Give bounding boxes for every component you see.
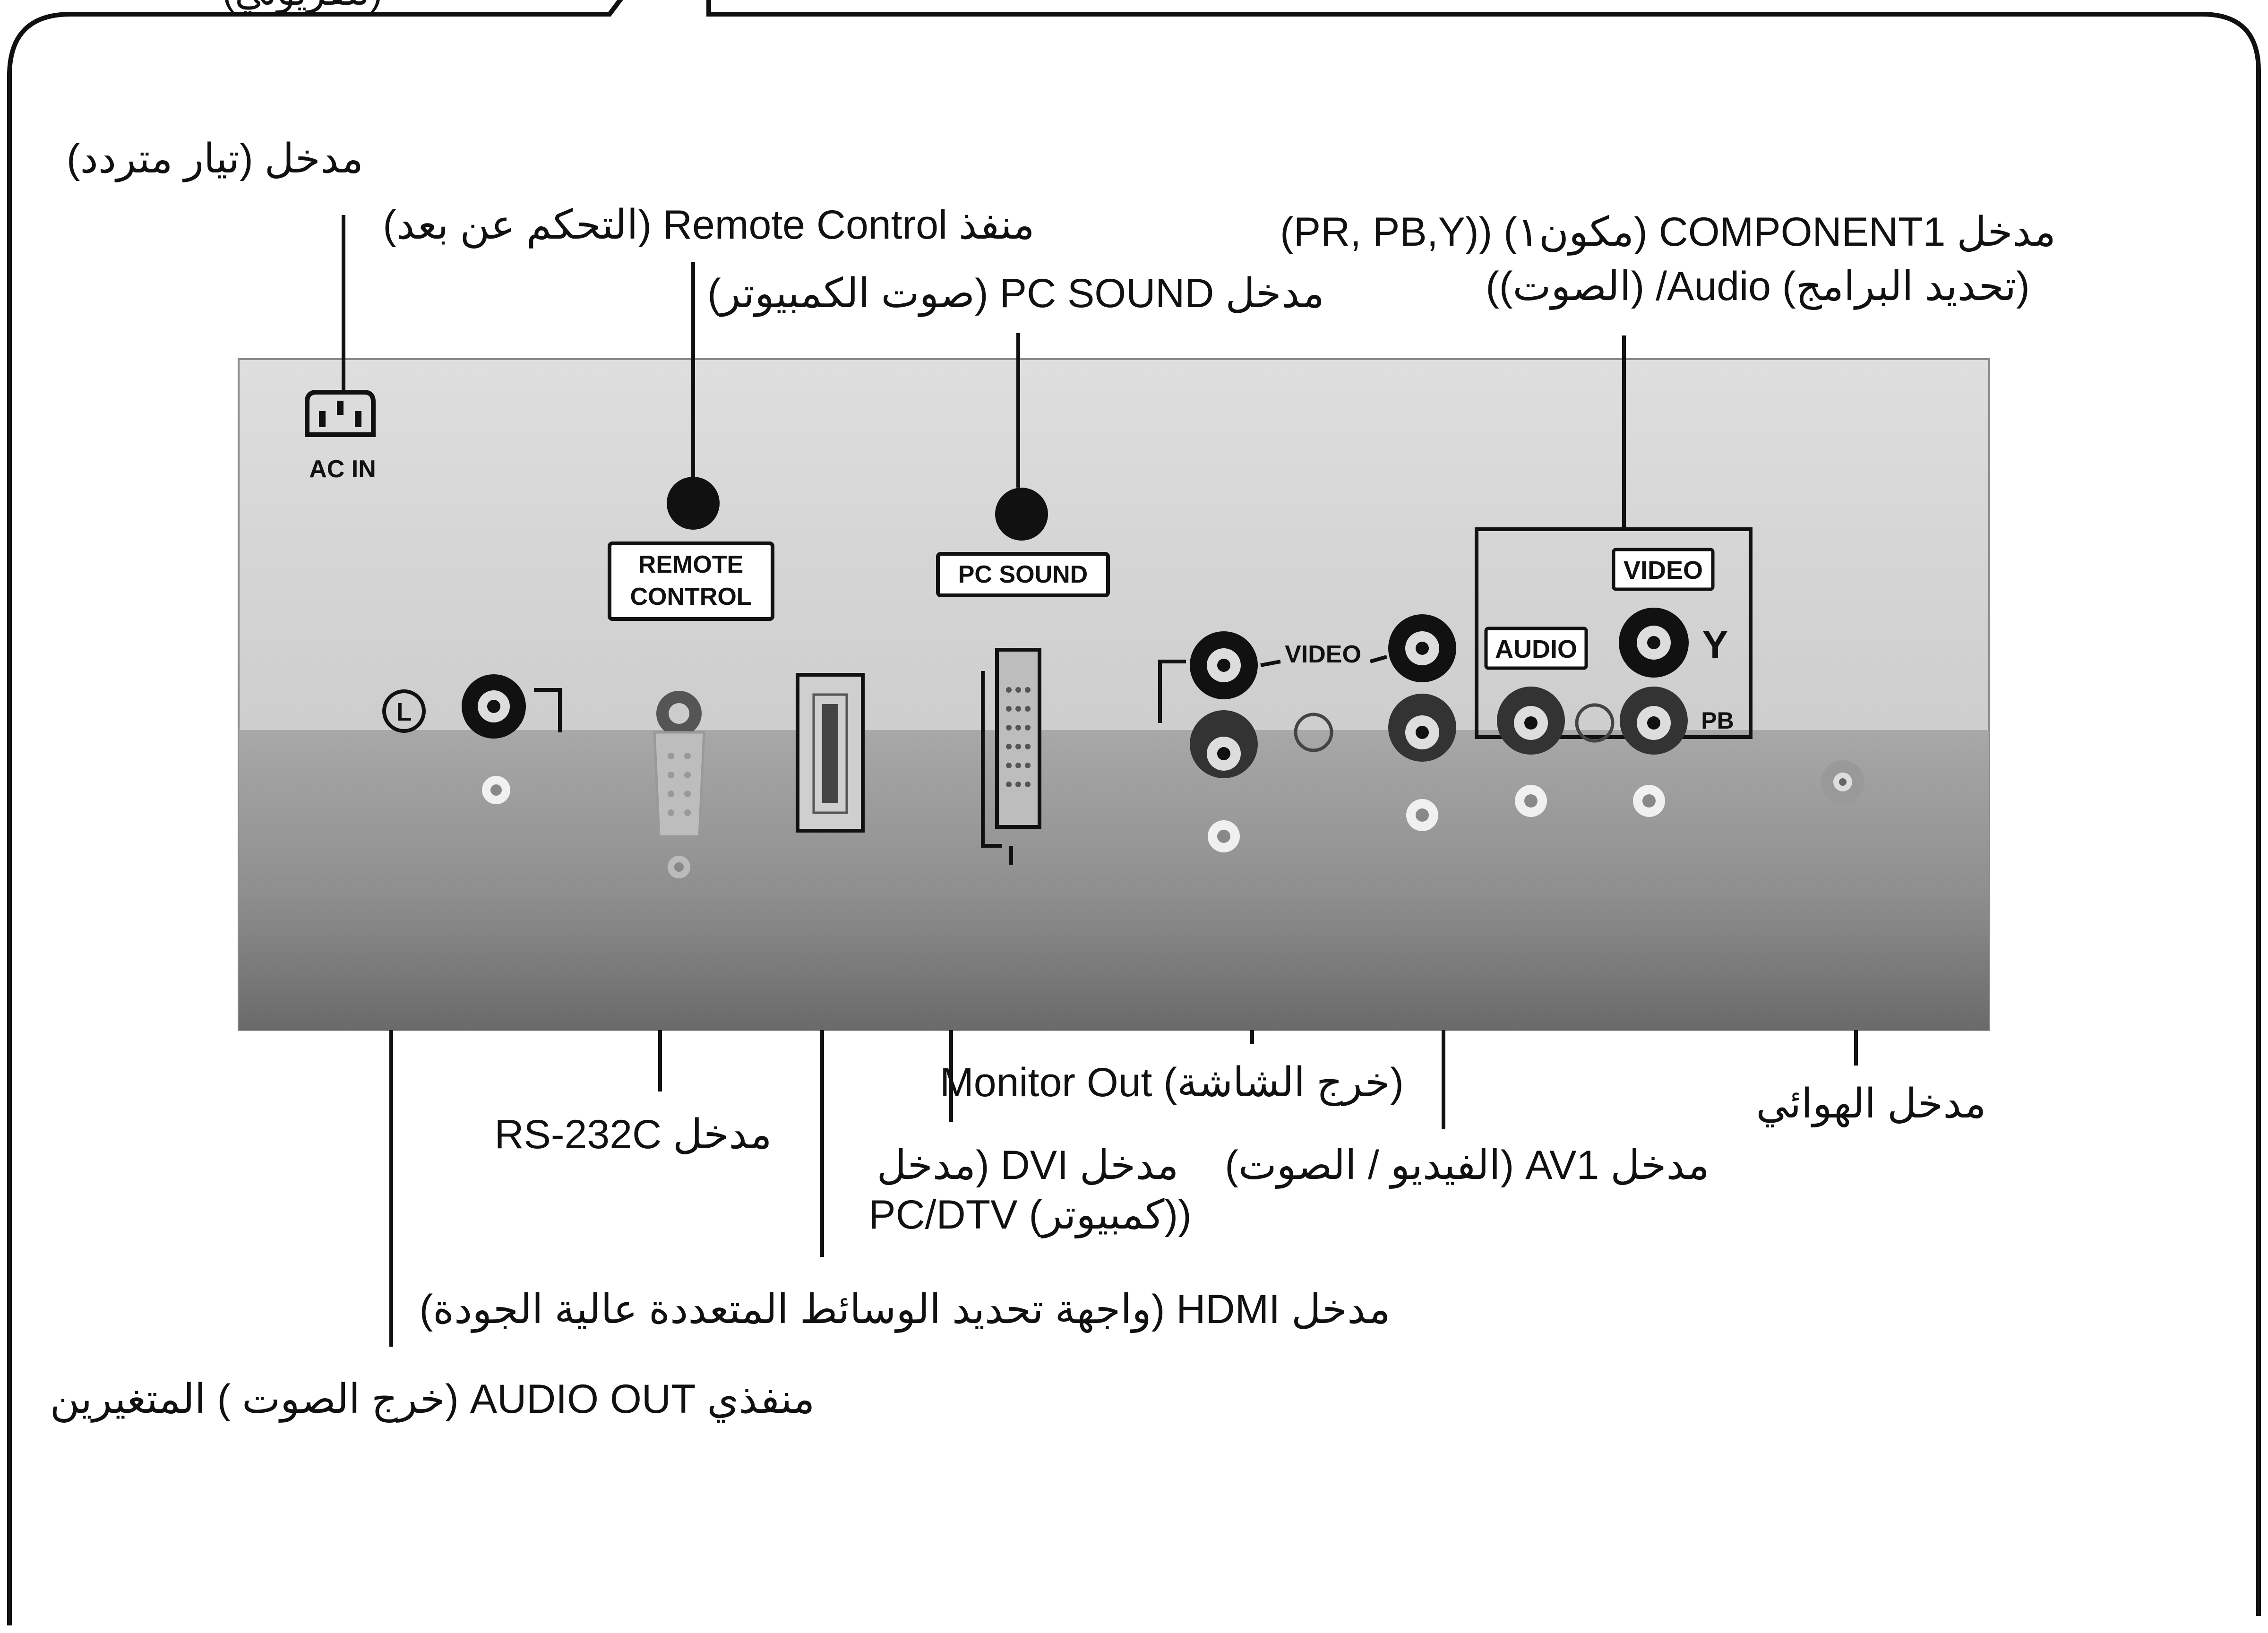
label-component-line2: (تحديد البرامج) Audio/ (الصوت)) bbox=[1486, 264, 2029, 310]
label-hdmi: مدخل HDMI (واجهة تحديد الوسائط المتعددة … bbox=[419, 1287, 1390, 1333]
audio-out-jacks: L bbox=[382, 674, 562, 804]
hdmi-port bbox=[796, 673, 865, 833]
label-av1: مدخل AV1 (الفيديو / الصوت) bbox=[1225, 1143, 1710, 1189]
top-cut-text: (تلفزيوني) bbox=[222, 0, 382, 14]
ac-in-socket: AC IN bbox=[305, 390, 376, 483]
l-mark-icon bbox=[382, 689, 426, 733]
video-small-label: VIDEO bbox=[1285, 641, 1361, 668]
pc-sound-jack: PC SOUND bbox=[936, 488, 1110, 597]
remote-jack-icon bbox=[667, 477, 720, 530]
pc-sound-jack-icon bbox=[995, 488, 1048, 541]
rs232c-port bbox=[653, 691, 705, 878]
callout-labels: مدخل (تيار متردد) منفذ Remote Control (ا… bbox=[50, 136, 2056, 1423]
label-monitor-out: Monitor Out (خرج الشاشة) bbox=[940, 1060, 1404, 1106]
remote-box-line2: CONTROL bbox=[630, 583, 751, 610]
pb-label: PB bbox=[1701, 707, 1734, 734]
dvi-port bbox=[981, 648, 1041, 865]
hdmi-connector-icon bbox=[796, 673, 865, 833]
ac-in-label: AC IN bbox=[309, 456, 376, 483]
antenna-jack bbox=[1821, 760, 1864, 804]
label-ac-input: مدخل (تيار متردد) bbox=[67, 136, 363, 182]
label-component-line1: مدخل COMPONENT1 (مكون١) ((PR, PB,Y) bbox=[1280, 209, 2056, 256]
label-antenna: مدخل الهوائي bbox=[1756, 1081, 1986, 1127]
leader-lines bbox=[342, 215, 1858, 1347]
label-pc-sound: مدخل PC SOUND (صوت الكمبيوتر) bbox=[707, 271, 1324, 317]
remote-control-jack: REMOTE CONTROL bbox=[608, 477, 774, 621]
l-mark-label: L bbox=[396, 698, 412, 726]
outer-frame: (تلفزيوني) bbox=[7, 0, 2261, 1625]
ac-in-icon bbox=[305, 390, 376, 437]
panel-shadow bbox=[239, 730, 1989, 1030]
label-audio-out: منفذي AUDIO OUT (خرج الصوت ) المتغيرين bbox=[50, 1376, 815, 1423]
label-rs232c: مدخل RS-232C bbox=[494, 1112, 772, 1157]
label-dvi-line2: PC/DTV (كمبيوتر)) bbox=[868, 1192, 1192, 1238]
back-panel bbox=[238, 358, 1990, 1031]
video-box-label: VIDEO bbox=[1624, 556, 1703, 584]
label-dvi-line1: مدخل DVI (مدخل bbox=[877, 1143, 1179, 1188]
dvi-connector-icon bbox=[995, 648, 1041, 829]
pc-sound-box-label: PC SOUND bbox=[958, 561, 1088, 588]
label-remote-control: منفذ Remote Control (التحكم عن بعد) bbox=[383, 202, 1034, 249]
component-jacks: VIDEO AUDIO Y PB bbox=[1475, 527, 1753, 817]
y-label: Y bbox=[1702, 623, 1728, 666]
rs232c-connector-icon bbox=[653, 731, 705, 838]
av-jacks: VIDEO bbox=[1158, 614, 1456, 852]
audio-box-label: AUDIO bbox=[1495, 635, 1577, 663]
remote-box-line1: REMOTE bbox=[638, 551, 743, 578]
